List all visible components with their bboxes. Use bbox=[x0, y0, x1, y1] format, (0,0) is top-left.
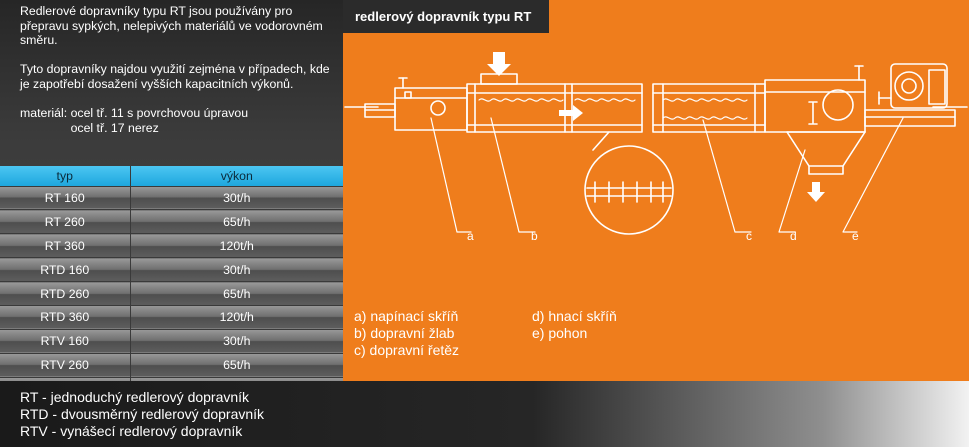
callout-b: b bbox=[531, 229, 538, 243]
diagram-title: redlerový dopravník typu RT bbox=[343, 0, 549, 33]
cell-type: RTD 360 bbox=[0, 304, 131, 330]
info-panel: Redlerové dopravníky typu RT jsou použív… bbox=[0, 0, 343, 402]
flow-arrow-icon bbox=[559, 105, 583, 121]
material-label: materiál: bbox=[20, 106, 71, 121]
cell-type: RTV 260 bbox=[0, 352, 131, 378]
diagram-panel: a b c d e redlerový dopravník typu RT a)… bbox=[343, 0, 969, 381]
trough-section-right bbox=[652, 83, 766, 133]
cell-capacity: 65t/h bbox=[130, 352, 343, 378]
cell-type: RTD 160 bbox=[0, 257, 131, 282]
material-value: ocel tř. 11 s povrchovou úpravou bbox=[70, 106, 249, 121]
footer-line: RTD - dvousměrný redlerový dopravník bbox=[20, 406, 265, 422]
legend-item: a) napínací skříň bbox=[354, 308, 459, 324]
legend-item: c) dopravní řetěz bbox=[354, 342, 460, 358]
cell-capacity: 30t/h bbox=[130, 257, 343, 282]
cell-capacity: 65t/h bbox=[130, 209, 343, 234]
footer-line: RTV - vynášecí redlerový dopravník bbox=[20, 423, 243, 439]
legend-column-2: d) hnací skříň e) pohon bbox=[532, 308, 617, 342]
drive-motor bbox=[864, 63, 956, 127]
material-info: materiál: ocel tř. 11 s povrchovou úprav… bbox=[20, 106, 338, 135]
cell-capacity: 30t/h bbox=[130, 185, 343, 210]
cell-type: RTD 260 bbox=[0, 281, 131, 306]
intro-text: Redlerové dopravníky typu RT jsou použív… bbox=[20, 4, 338, 135]
type-legend-footer: RT - jednoduchý redlerový dopravník RTD … bbox=[0, 381, 969, 447]
legend-item: e) pohon bbox=[532, 325, 588, 341]
chain-detail-zoom bbox=[584, 131, 674, 235]
callout-d: d bbox=[790, 229, 797, 243]
footer-line: RT - jednoduchý redlerový dopravník bbox=[20, 389, 250, 405]
cell-type: RT 360 bbox=[0, 233, 131, 258]
inlet-arrow-icon bbox=[487, 52, 511, 76]
outlet-arrow-icon bbox=[807, 182, 825, 202]
column-header-type: typ bbox=[0, 166, 131, 186]
legend-item: d) hnací skříň bbox=[532, 308, 617, 324]
cell-capacity: 30t/h bbox=[130, 328, 343, 354]
table-header-row: typ výkon bbox=[0, 166, 343, 186]
callout-leaders bbox=[430, 117, 904, 233]
tension-box bbox=[364, 77, 468, 131]
cell-type: RT 160 bbox=[0, 185, 131, 210]
cell-type: RT 260 bbox=[0, 209, 131, 234]
trough-section-left bbox=[466, 83, 643, 133]
cell-capacity: 120t/h bbox=[130, 233, 343, 258]
callout-c: c bbox=[746, 229, 752, 243]
legend-item: b) dopravní žlab bbox=[354, 325, 455, 341]
callout-a: a bbox=[467, 229, 474, 243]
column-header-capacity: výkon bbox=[130, 166, 343, 186]
cell-type: RTV 160 bbox=[0, 328, 131, 354]
material-value: ocel tř. 17 nerez bbox=[70, 120, 159, 135]
cell-capacity: 120t/h bbox=[130, 304, 343, 330]
callout-e: e bbox=[852, 229, 859, 243]
drive-box bbox=[764, 65, 866, 175]
legend-column-1: a) napínací skříň b) dopravní žlab c) do… bbox=[354, 308, 459, 359]
intro-paragraph-2: Tyto dopravníky najdou využití zejména v… bbox=[20, 62, 330, 91]
intro-paragraph-1: Redlerové dopravníky typu RT jsou použív… bbox=[20, 4, 323, 48]
conveyor-diagram: a b c d e bbox=[344, 52, 968, 243]
cell-capacity: 65t/h bbox=[130, 281, 343, 306]
conveyor-chain bbox=[478, 98, 748, 120]
